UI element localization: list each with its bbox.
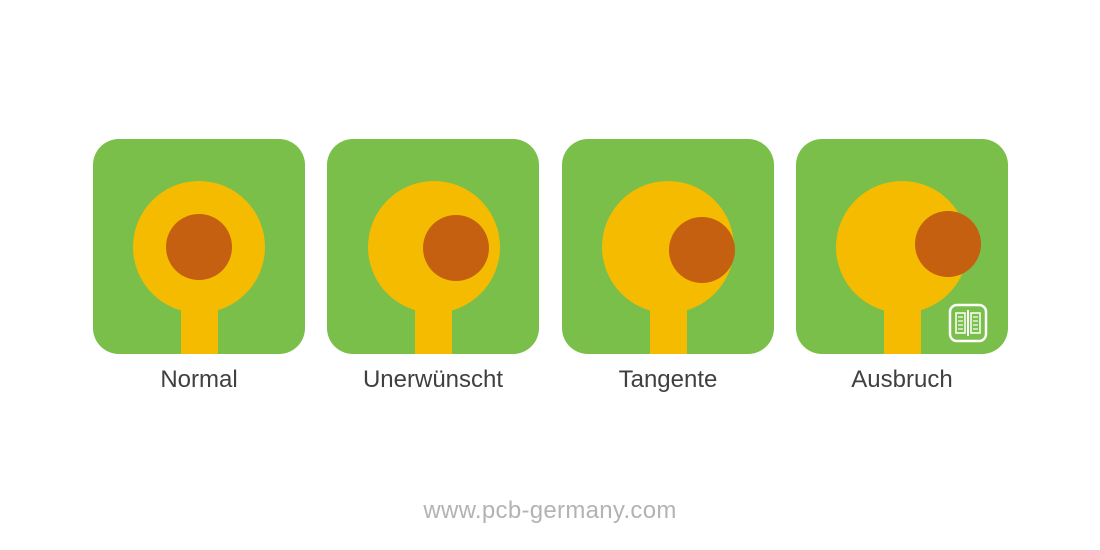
tile-label: Unerwünscht [362, 366, 504, 393]
pad-diagram-ausbruch [796, 139, 1008, 354]
drill-hole [915, 211, 981, 277]
drill-hole [166, 214, 232, 280]
tile-unerwuenscht: Unerwünscht [327, 139, 539, 394]
pad-diagram-tangente [562, 139, 774, 354]
pcb-germany-logo-icon [948, 303, 988, 343]
tile-label: Tangente [618, 366, 718, 393]
drill-hole [423, 215, 489, 281]
tile-ausbruch: Ausbruch [796, 139, 1008, 394]
pad-diagram-unerwuenscht [327, 139, 539, 354]
pad-diagram-normal [93, 139, 305, 354]
drill-hole [669, 217, 735, 283]
tile-normal: Normal [93, 139, 305, 394]
tile-label: Ausbruch [851, 366, 953, 393]
website-url: www.pcb-germany.com [423, 497, 677, 524]
tile-tangente: Tangente [562, 139, 774, 394]
tile-label: Normal [160, 366, 238, 393]
